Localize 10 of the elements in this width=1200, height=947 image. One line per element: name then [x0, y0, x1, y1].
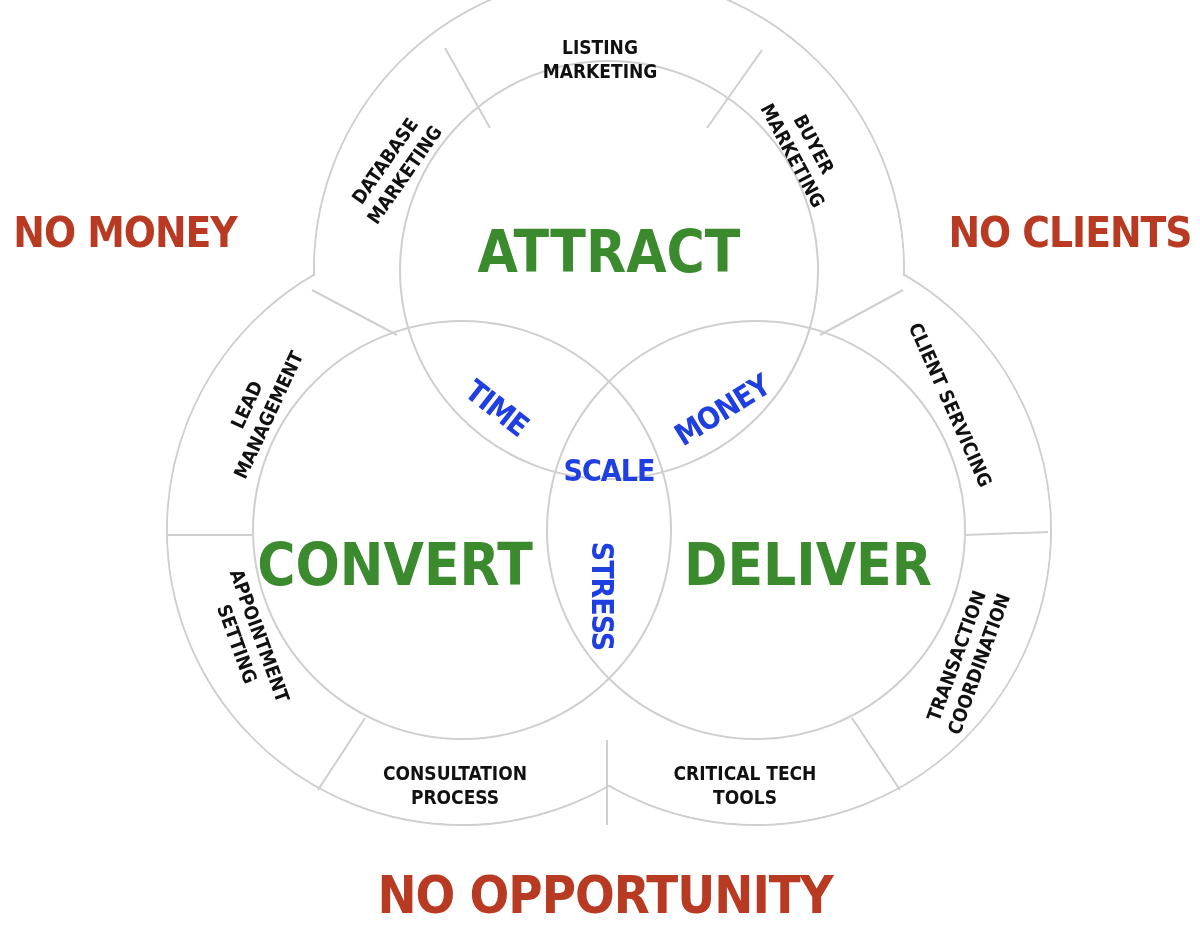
ring-segment-label: CRITICAL TECH TOOLS: [672, 762, 818, 810]
overlap-label: SCALE: [563, 452, 655, 488]
outcome-label: NO MONEY: [13, 207, 237, 257]
overlap-label: STRESS: [584, 541, 620, 651]
ring-segment-label: LISTING MARKETING: [541, 36, 659, 84]
circle-title: ATTRACT: [477, 218, 741, 286]
outcome-label: NO CLIENTS: [948, 207, 1192, 257]
outcome-label: NO OPPORTUNITY: [377, 865, 833, 925]
circle-title: DELIVER: [684, 531, 932, 599]
ring-segment-label: CONSULTATION PROCESS: [381, 762, 529, 810]
